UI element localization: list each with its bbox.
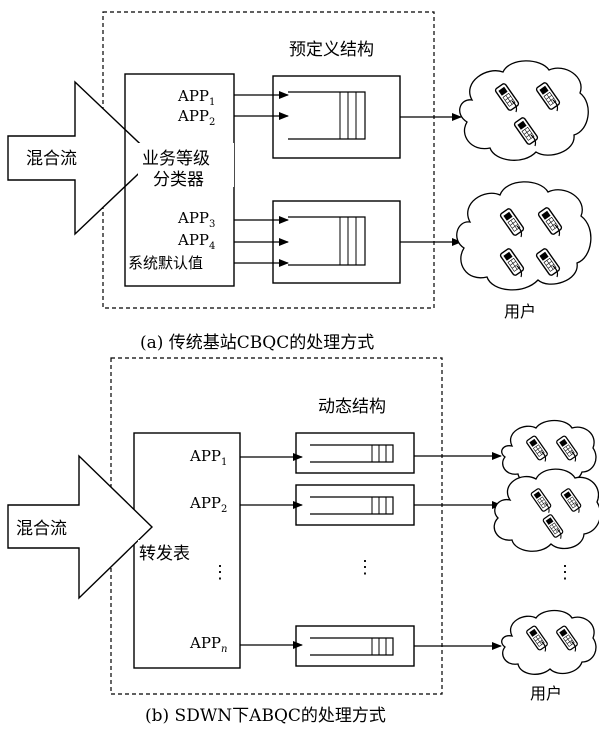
user-cloud-2 xyxy=(456,181,592,291)
app-label-b1: APP1 xyxy=(189,447,227,468)
diagram-a: 混合流 APP1 APP2 业务等级 分类器 APP3 APP4 系统默认值 预… xyxy=(7,11,592,353)
ellipsis-queues: ⋮ xyxy=(356,557,374,578)
dynamic-queue-n xyxy=(295,625,415,667)
users-label-b: 用户 xyxy=(530,684,562,703)
dynamic-structure-label: 动态结构 xyxy=(318,397,386,417)
user-cloud-b1 xyxy=(501,419,597,485)
mixed-flow-arrow xyxy=(7,80,157,236)
predefined-structure-label: 预定义结构 xyxy=(289,40,374,60)
mixed-flow-label-b: 混合流 xyxy=(16,519,67,539)
ellipsis-apps: ⋮ xyxy=(211,562,229,583)
app-label-4: APP4 xyxy=(177,231,215,252)
caption-a: (a) 传统基站CBQC的处理方式 xyxy=(140,333,374,353)
mixed-flow-arrow-b xyxy=(7,454,154,600)
user-cloud-1 xyxy=(459,60,589,161)
ellipsis-users: ⋮ xyxy=(556,562,574,583)
app-label-3: APP3 xyxy=(177,209,215,230)
default-value-label: 系统默认值 xyxy=(128,254,203,272)
mixed-flow-label: 混合流 xyxy=(26,149,77,169)
app-label-b2: APP2 xyxy=(189,494,227,515)
classifier-label-1: 业务等级 xyxy=(142,149,210,169)
user-cloud-bn xyxy=(501,609,597,675)
forwarding-table-box xyxy=(133,432,241,669)
diagram-b: 动态结构 混合流 转发表 APP1 APP2 APPn ⋮ ⋮ ⋮ xyxy=(7,357,599,726)
caption-b: (b) SDWN下ABQC的处理方式 xyxy=(145,706,386,726)
sdwn-boundary xyxy=(110,357,443,695)
app-label-1: APP1 xyxy=(177,87,215,108)
classifier-label-2: 分类器 xyxy=(153,170,204,190)
dynamic-queue-1 xyxy=(295,432,415,474)
queue-box-2 xyxy=(272,200,401,284)
queue-box-1 xyxy=(272,75,401,159)
app-label-2: APP2 xyxy=(177,107,215,128)
users-label-a: 用户 xyxy=(504,302,536,321)
forwarding-table-label: 转发表 xyxy=(139,544,190,564)
dynamic-queue-2 xyxy=(295,484,415,526)
app-label-bn: APPn xyxy=(189,634,227,655)
user-cloud-b2 xyxy=(493,468,599,552)
